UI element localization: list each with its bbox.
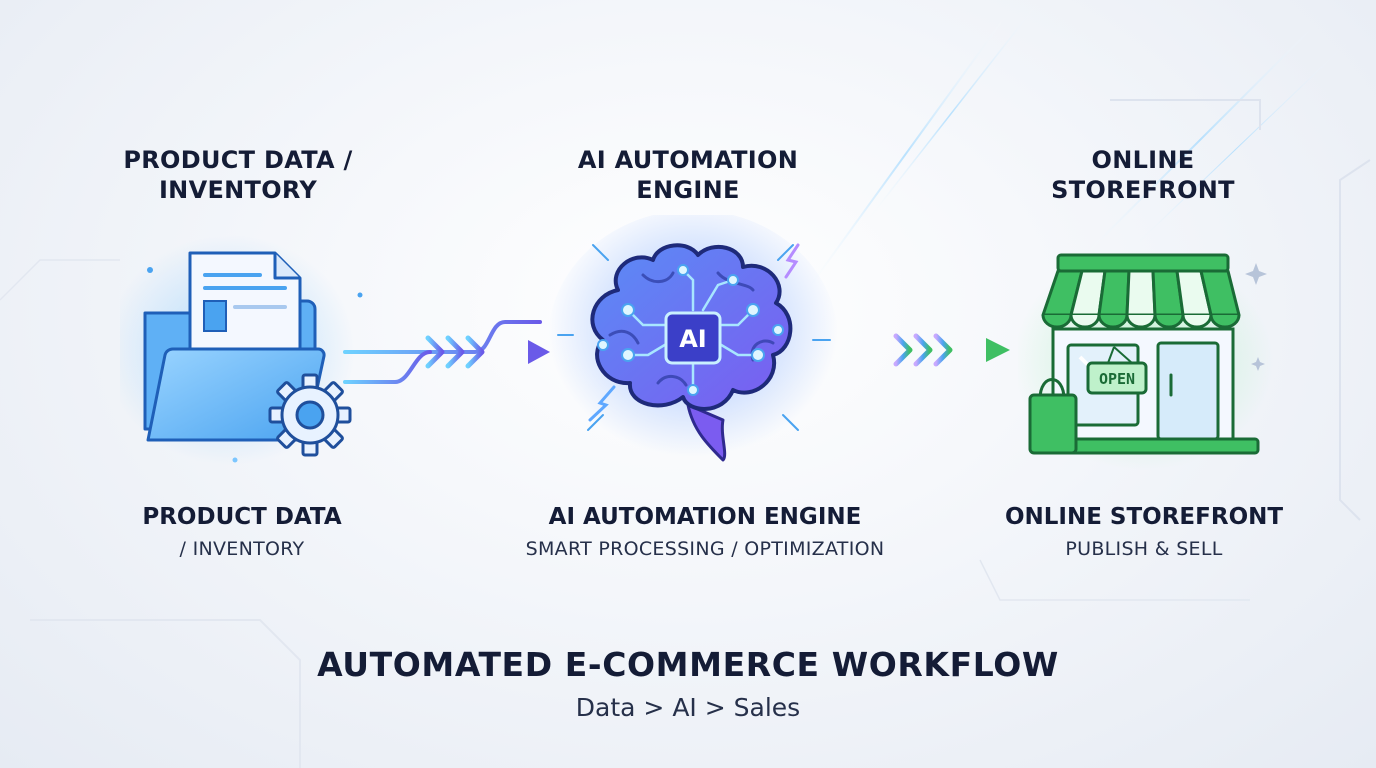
stage-title-ai-engine: AI AUTOMATION ENGINE <box>577 146 799 204</box>
folder-document-gear-icon <box>120 235 363 465</box>
stage-title-storefront: ONLINE STOREFRONT <box>1051 146 1235 204</box>
workflow-subtitle: Data > AI > Sales <box>575 693 801 722</box>
ai-chip-label: AI <box>679 325 707 353</box>
stage-caption-storefront: ONLINE STOREFRONT <box>1004 504 1284 530</box>
stage-subcaption-product-data: / INVENTORY <box>179 538 305 560</box>
arrow-connector-ai-to-store <box>821 333 1010 367</box>
open-sign-label: OPEN <box>1099 370 1135 388</box>
ai-brain-icon: AI <box>548 215 838 470</box>
stage-title-product-data: PRODUCT DATA / INVENTORY <box>123 146 353 204</box>
storefront-icon: OPEN <box>1018 250 1273 470</box>
arrow-connector-data-to-ai <box>343 320 550 384</box>
stage-subcaption-storefront: PUBLISH & SELL <box>1065 538 1223 560</box>
workflow-title: AUTOMATED E-COMMERCE WORKFLOW <box>317 645 1059 684</box>
stage-caption-ai-engine: AI AUTOMATION ENGINE <box>548 504 862 530</box>
stage-subcaption-ai-engine: SMART PROCESSING / OPTIMIZATION <box>525 538 885 560</box>
stage-caption-product-data: PRODUCT DATA <box>142 504 342 530</box>
